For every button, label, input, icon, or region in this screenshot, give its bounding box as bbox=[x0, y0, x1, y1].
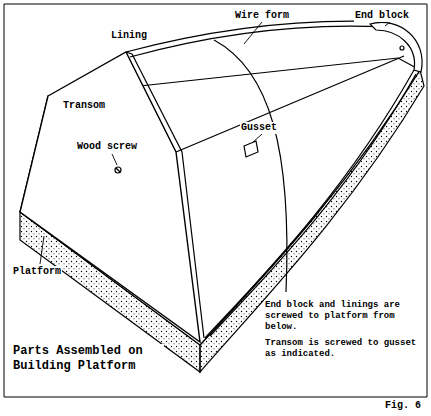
part-label: Wire form bbox=[234, 10, 290, 22]
note-text: Transom is screwed to gusset as indicate… bbox=[264, 338, 424, 360]
figure-number: Fig. 6 bbox=[384, 400, 422, 412]
part-label: Transom bbox=[62, 100, 106, 112]
figure-caption: Parts Assembled on Building Platform bbox=[12, 344, 164, 374]
part-label: Lining bbox=[110, 30, 148, 42]
part-label: Platform bbox=[12, 266, 62, 278]
part-label: End block bbox=[354, 10, 410, 22]
part-label: Wood screw bbox=[76, 141, 138, 153]
note-text: End block and linings are screwed to pla… bbox=[264, 300, 424, 333]
part-label: Gusset bbox=[240, 122, 278, 134]
